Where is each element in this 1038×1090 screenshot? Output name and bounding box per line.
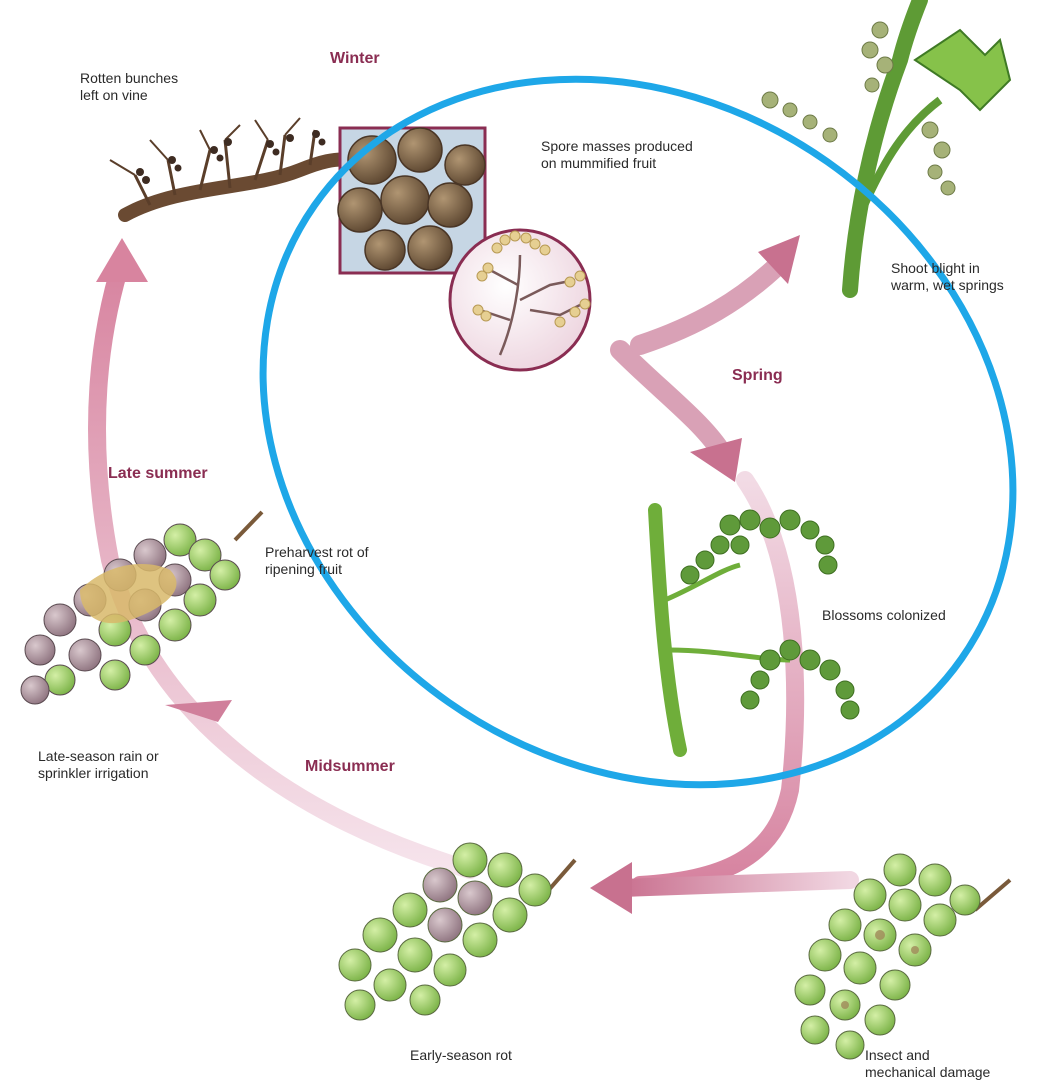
season-midsummer: Midsummer bbox=[305, 758, 395, 776]
label-shoot-blight: Shoot blight in warm, wet springs bbox=[891, 260, 1004, 294]
season-winter: Winter bbox=[330, 50, 380, 68]
label-preharvest-rot: Preharvest rot of ripening fruit bbox=[265, 544, 369, 578]
label-blossoms-colonized: Blossoms colonized bbox=[822, 607, 946, 624]
blossom-icon bbox=[655, 510, 859, 750]
early-rot-bunch-icon bbox=[339, 843, 575, 1020]
label-early-season-rot: Early-season rot bbox=[410, 1047, 512, 1064]
season-spring: Spring bbox=[732, 367, 783, 385]
grape-bunch-icon bbox=[21, 512, 262, 704]
arrow-to-shoot-blight bbox=[640, 235, 800, 345]
label-rotten-bunches: Rotten bunches left on vine bbox=[80, 70, 178, 104]
label-insect-damage: Insect and mechanical damage bbox=[865, 1047, 990, 1081]
label-late-season-rain: Late-season rain or sprinkler irrigation bbox=[38, 748, 159, 782]
season-late-summer: Late summer bbox=[108, 465, 208, 483]
spore-circle-icon bbox=[450, 230, 590, 370]
mummified-fruit-icon bbox=[338, 128, 485, 273]
arrow-spring-to-blossoms bbox=[620, 350, 742, 482]
label-spore-masses: Spore masses produced on mummified fruit bbox=[541, 138, 693, 172]
